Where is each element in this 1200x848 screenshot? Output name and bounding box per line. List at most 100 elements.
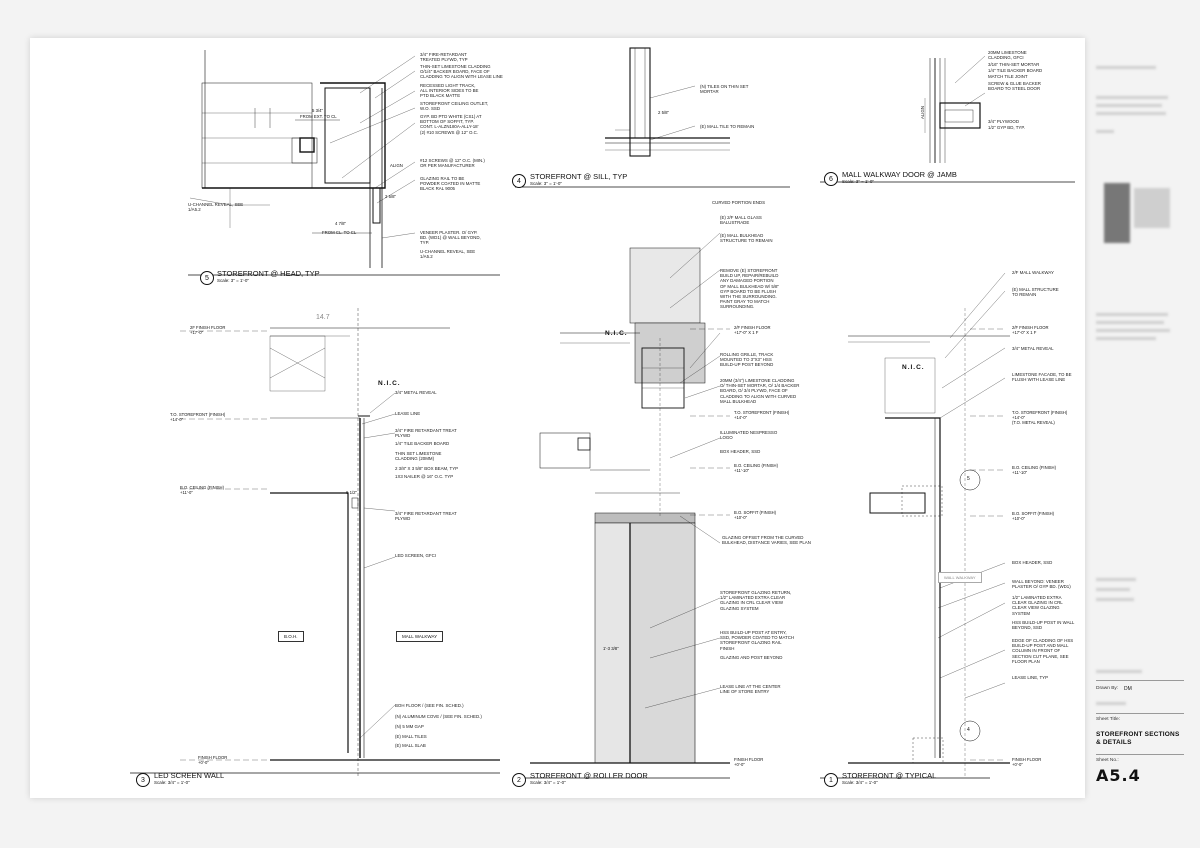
blurred-text xyxy=(1096,313,1168,316)
callout-5: 5 xyxy=(967,476,970,482)
detail-4-scale: Scale: 3" = 1'-0" xyxy=(530,181,562,186)
leader-lines xyxy=(329,55,1006,739)
detail-6-linework xyxy=(820,58,1075,183)
sheet-no-label: Sheet No.: xyxy=(1096,758,1119,763)
note-5-4: STOREFRONT CEILING OUTLET, W.O. SSD xyxy=(420,101,489,112)
note-3-1: 3/4" METAL REVEAL xyxy=(395,390,437,395)
grid-label: 14.7 xyxy=(316,314,330,321)
blurred-text xyxy=(1096,104,1162,107)
level-1-4: B.O. SOFFIT (FINISH) +10'-0" xyxy=(1012,511,1055,521)
blurred-text xyxy=(1096,337,1156,340)
blurred-text xyxy=(1096,96,1168,99)
note-3-9: LED SCREEN, GFCI xyxy=(395,553,436,558)
note-1-2: (E) MALL STRUCTURE TO REMAIN xyxy=(1012,287,1059,298)
detail-2-title: STOREFRONT @ ROLLER DOOR xyxy=(530,771,648,780)
level-3-2: T.O. STOREFRONT (FINISH) +14'-0" xyxy=(170,412,226,422)
dim-5-4: 2 5/8" xyxy=(385,194,397,199)
note-1-7: 1/2" LAMINATED EXTRA CLEAR GLAZING IN CR… xyxy=(1012,595,1063,616)
note-4-1: (N) TILES ON THIN SET MORTAR xyxy=(700,84,749,95)
level-3-4: FINISH FLOOR +0'-0" xyxy=(198,755,228,765)
detail-6-scale: Scale: 3" = 1'-0" xyxy=(842,179,874,184)
dim-5-3: ALIGN xyxy=(390,163,403,168)
blurred-text xyxy=(1096,670,1142,673)
note-1-5: BOX HEADER, SSD xyxy=(1012,560,1053,565)
sheet-title: STOREFRONT SECTIONS & DETAILS xyxy=(1096,731,1180,746)
note-3-13: (E) MALL TILES xyxy=(395,734,427,739)
note-2-12: GLAZING AND POST BEYOND xyxy=(720,655,783,660)
detail-3-linework xyxy=(130,308,500,778)
drawing-sheet: 3/4" FIRE-RETARDANT TREATED PLYWD, TYP T… xyxy=(30,38,1085,798)
note-2-8: BOX HEADER, SSD xyxy=(720,449,761,454)
level-1-5: FINISH FLOOR +0'-0" xyxy=(1012,757,1042,767)
dim-2-1: 1'-3 3/8" xyxy=(603,646,619,651)
level-1-3: B.O. CEILING (FINISH) +11'-10" xyxy=(1012,465,1056,475)
detail-4-title: STOREFRONT @ SILL, TYP xyxy=(530,172,628,181)
note-1-8: HSS BUILD-UP POST IN WALL BEYOND, SSD xyxy=(1012,620,1075,631)
note-3-5: THIN SET LIMESTONE CLADDING (20mm) xyxy=(395,451,442,462)
nic-label-3: N.I.C. xyxy=(378,380,401,387)
note-5-5: GYP. BD PTD WHITE (CS1) AT BOTTOM OF SOF… xyxy=(420,114,482,135)
note-6-4: MATCH TILE JOINT xyxy=(988,74,1028,79)
detail-5-linework xyxy=(188,50,500,276)
detail-3-scale: Scale: 3/4" = 1'-0" xyxy=(154,780,190,785)
note-2-6: 20MM (3/4") LIMESTONE CLADDING O/ THIN-S… xyxy=(720,378,800,404)
blurred-text xyxy=(1096,329,1170,332)
level-2-1: 2/F FINISH FLOOR +17'-0" X 1 F xyxy=(734,325,771,335)
detail-1-linework xyxy=(820,308,1010,779)
note-1-3: 3/4" METAL REVEAL xyxy=(1012,346,1054,351)
note-2-9: GLAZING OFFSET FROM THE CURVED BULKHEAD,… xyxy=(722,535,811,546)
drawn-by-value: DM xyxy=(1124,686,1132,692)
note-5-3: RECESSED LIGHT TRACK, ALL INTERIOR SIDES… xyxy=(420,83,479,99)
note-3-3: 3/4" FIRE RETARDANT TREAT PLYWD xyxy=(395,428,457,439)
mall-walkway-label-3: MALL WALKWAY xyxy=(396,631,444,642)
dim-5-1: 5 3/4" xyxy=(312,108,324,113)
blurred-text xyxy=(1096,130,1114,133)
note-6-7: 1/2" GYP BD, TYP. xyxy=(988,125,1025,130)
note-5-2: THIN-SET LIMESTONE CLADDING O/1/4" BACKE… xyxy=(420,64,503,80)
note-2-5: ROLLING GRILLE, TRACK MOUNTED TO 3"X3" H… xyxy=(720,352,774,368)
note-5-9: U-CHANNEL REVEAL, SEE 1/A5.2 xyxy=(420,249,476,260)
detail-2-linework xyxy=(515,247,730,779)
title-block-rule xyxy=(1096,680,1184,681)
note-2-3: (E) MALL BULKHEAD STRUCTURE TO REMAIN xyxy=(720,233,773,244)
note-2-10: STOREFRONT GLAZING RETURN, 1/2" LAMINATE… xyxy=(720,590,792,611)
blurred-text xyxy=(1134,188,1170,228)
blurred-text xyxy=(1096,66,1156,69)
title-block-rule xyxy=(1096,713,1184,714)
title-block: Drawn By: DM Sheet Title: STOREFRONT SEC… xyxy=(1088,38,1188,808)
note-3-8: 3/4" FIRE RETARDANT TREAT PLYWD xyxy=(395,511,457,522)
dim-3-1: 6 1/2" xyxy=(346,490,358,495)
dim-5-6: FROM CL. TO CL xyxy=(322,230,357,235)
note-5-left: U-CHANNEL REVEAL, SEE 1/A5.2 xyxy=(188,202,244,213)
dim-6-1: ALIGN xyxy=(919,106,925,119)
nic-label-1: N.I.C. xyxy=(902,364,925,371)
note-2-1: CURVED PORTION ENDS xyxy=(712,200,766,205)
detail-3-title: LED SCREEN WALL xyxy=(154,771,225,780)
note-1-10: LEASE LINE, TYP xyxy=(1012,675,1049,680)
level-2-2: T.O. STOREFRONT (FINISH) +14'-0" xyxy=(734,410,790,420)
level-3-1: 2F FINISH FLOOR +17'-0" xyxy=(190,325,226,335)
nic-label-2: N.I.C. xyxy=(605,330,628,337)
dim-5-2: FROM EXT. TO CL xyxy=(300,114,337,119)
blurred-text xyxy=(1096,598,1134,601)
drawing-linework xyxy=(130,47,1075,779)
detail-1-number: 1 xyxy=(824,773,838,787)
note-5-6: #12 SCREWS @ 12" O.C. (MIN.) OR PER MANU… xyxy=(420,158,485,169)
note-2-2: (E) 2/F MALL GLASS BALUSTRADE xyxy=(720,215,762,226)
detail-6-title: MALL WALKWAY DOOR @ JAMB xyxy=(842,170,957,179)
note-3-14: (E) MALL SLAB xyxy=(395,743,426,748)
drawn-by-label: Drawn By: xyxy=(1096,686,1119,691)
note-2-7: ILLUMINATED NESPRESSO LOGO xyxy=(720,430,778,441)
dim-5-5: 4 7/8" xyxy=(335,221,347,226)
note-3-11: (N) ALUMINUM COVE / (SEE FIN. SCHED.) xyxy=(395,714,482,719)
level-2-4: B.O. SOFFIT (FINISH) +10'-0" xyxy=(734,510,777,520)
blurred-text xyxy=(1096,321,1164,324)
sheet-title-label: Sheet Title: xyxy=(1096,717,1120,722)
level-3-3: B.O. CEILING (FINISH) +11'-0" xyxy=(180,485,224,495)
callout-4: 4 xyxy=(967,727,970,733)
note-3-4: 1/4" TILE BACKER BOARD xyxy=(395,441,450,446)
detail-5-number: 5 xyxy=(200,271,214,285)
level-2-5: FINISH FLOOR +0'-0" xyxy=(734,757,764,767)
blurred-text xyxy=(1096,578,1136,581)
boh-label: B.O.H. xyxy=(278,631,304,642)
